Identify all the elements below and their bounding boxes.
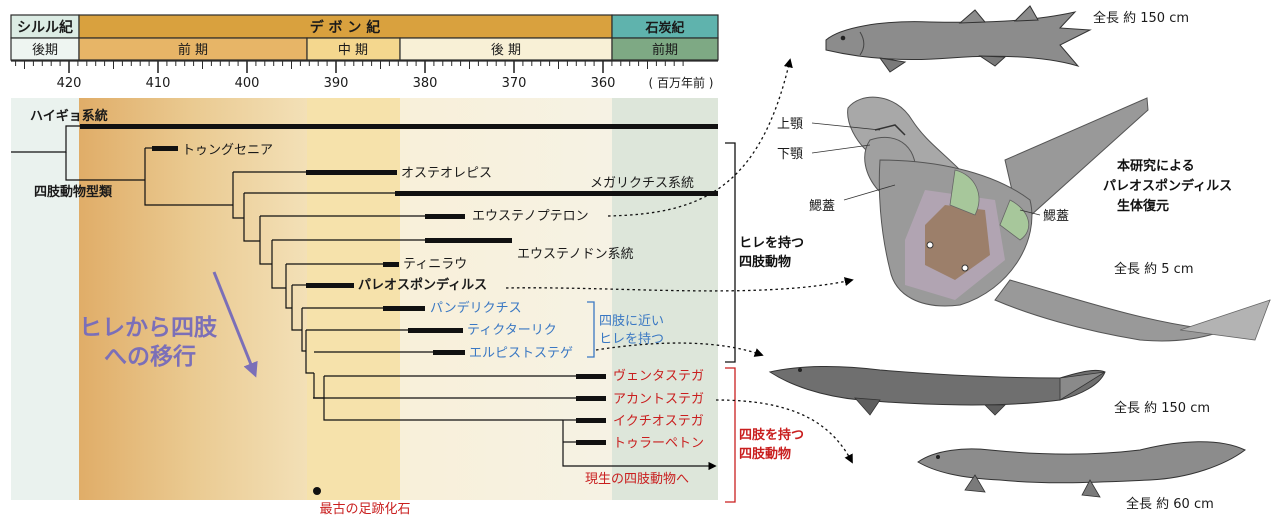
link-palaeospondylus (505, 277, 854, 292)
fin-tetrapod-label-2: 四肢動物 (739, 254, 791, 270)
axis-unit-label: ( 百万年前 ) (649, 75, 714, 90)
tick-label-370: 370 (502, 76, 527, 91)
middle-devonian-band (307, 98, 400, 500)
transition-arrow (212, 271, 258, 378)
size-label-palaeospondylus: 全長 約 5 cm (1114, 261, 1193, 277)
carboniferous-early-label: 前期 (652, 42, 678, 58)
label-eusthenopteron: エウステノプテロン (472, 209, 589, 224)
link-acanthostega (715, 399, 853, 464)
label-ventastega: ヴェンタステガ (613, 368, 704, 384)
phylogenetic-tree (11, 125, 700, 467)
devonian-title: デ ボ ン 紀 (310, 19, 381, 36)
label-ichthyostega: イクチオステガ (613, 414, 704, 429)
silurian-title: シルル紀 (17, 19, 73, 36)
limb-tetrapod-bracket (725, 367, 736, 503)
time-axis: 420 410 400 390 380 370 360 ( 百万年前 ) (11, 60, 718, 91)
label-lower-jaw: 下顎 (777, 147, 803, 162)
tick-label-390: 390 (324, 76, 349, 91)
eusthenopteron-illustration (825, 5, 1092, 73)
label-panderichthys: パンデリクチス (430, 300, 522, 316)
early-devonian-band (79, 98, 307, 500)
label-tinirau: ティニラウ (403, 257, 467, 272)
silurian-late-label: 後期 (32, 43, 58, 58)
near-limb-bracket (587, 301, 595, 358)
size-label-elpistostege: 全長 約 150 cm (1114, 400, 1210, 416)
carboniferous-band (612, 98, 718, 500)
study-label-3: 生体復元 (1117, 198, 1169, 214)
near-limb-label-1: 四肢に近い (599, 313, 664, 329)
label-tetrapodomorph: 四肢動物型類 (34, 184, 113, 200)
acanthostega-illustration (917, 441, 1246, 498)
label-lungfish: ハイギョ系統 (30, 108, 108, 124)
stratigraphic-ranges (80, 124, 718, 445)
footprint-dot (313, 487, 321, 495)
label-palaeospondylus: パレオスポンディルス (358, 277, 487, 293)
transition-label-2: への移行 (104, 343, 196, 370)
label-tiktaalik: ティクターリク (467, 323, 557, 338)
label-gill-cover-right: 鰓蓋 (1043, 209, 1069, 224)
fin-tetrapod-label-1: ヒレを持つ (739, 235, 804, 251)
transition-label-1: ヒレから四肢 (79, 315, 218, 341)
late-devonian-band (400, 98, 612, 500)
middle-devonian-label: 中 期 (338, 43, 368, 58)
label-acanthostega: アカントステガ (613, 392, 704, 407)
late-devonian-label: 後 期 (491, 43, 521, 58)
tick-label-410: 410 (146, 76, 171, 91)
limb-tetrapod-label-1: 四肢を持つ (739, 427, 804, 443)
tick-label-380: 380 (413, 76, 438, 91)
label-gill-cover-left: 鰓蓋 (809, 199, 835, 214)
size-label-eusthenopteron: 全長 約 150 cm (1093, 10, 1189, 26)
size-label-acanthostega: 全長 約 60 cm (1126, 496, 1214, 512)
label-upper-jaw: 上顎 (777, 117, 803, 132)
label-osteolepis: オステオレピス (401, 166, 492, 181)
tick-label-400: 400 (235, 76, 260, 91)
label-elpistostege: エルピストステゲ (469, 346, 573, 361)
palaeospondylus-illustration (847, 96, 1271, 342)
label-eusthenodon: エウステノドン系統 (517, 247, 634, 262)
label-kenichthys: トゥングセニア (182, 143, 273, 158)
tick-label-360: 360 (591, 76, 616, 91)
label-tulerpeton: トゥラーペトン (613, 436, 704, 451)
limb-tetrapod-label-2: 四肢動物 (739, 446, 791, 462)
silurian-band (11, 98, 79, 500)
label-megalichthys: メガリクチス系統 (590, 176, 694, 191)
label-modern-tetrapods: 現生の四肢動物へ (585, 471, 689, 487)
carboniferous-title: 石炭紀 (644, 20, 684, 36)
link-eusthenopteron (607, 58, 793, 217)
study-label-2: パレオスポンディルス (1103, 178, 1232, 194)
elpistostege-illustration (768, 365, 1106, 416)
fin-tetrapod-bracket (725, 142, 736, 363)
link-elpistostege (595, 342, 764, 357)
footprint-label: 最古の足跡化石 (319, 501, 410, 517)
near-limb-label-2: ヒレを持つ (599, 332, 664, 347)
study-label-1: 本研究による (1117, 158, 1195, 174)
early-devonian-label: 前 期 (178, 42, 208, 58)
tick-label-420: 420 (57, 76, 82, 91)
